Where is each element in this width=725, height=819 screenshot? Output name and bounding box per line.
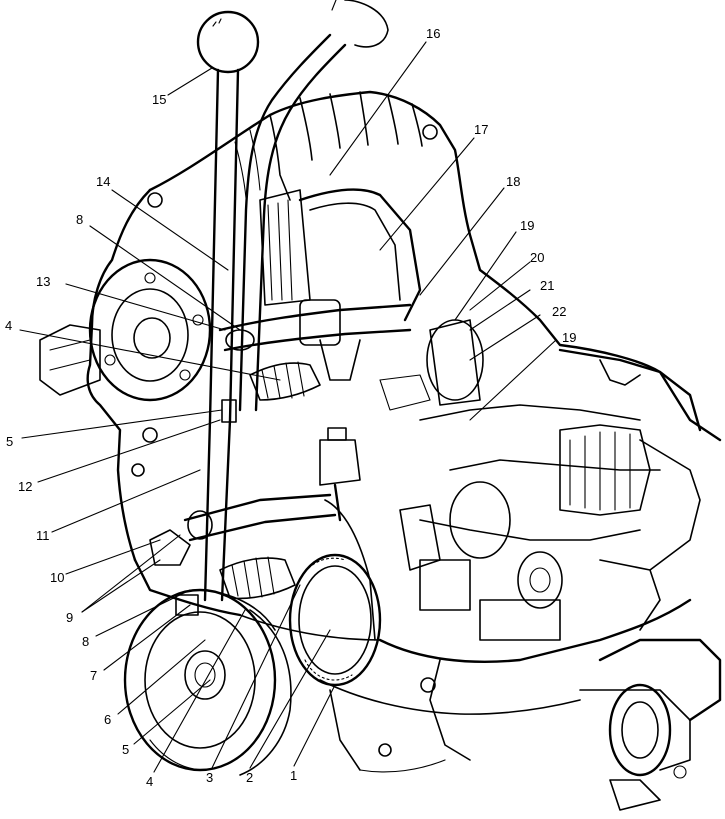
shift-rod-assembly [149,188,422,641]
callout-4-upper: 4 [5,318,12,333]
callout-13: 13 [36,274,50,289]
upper-flange [39,258,212,402]
output-shaft [579,638,722,811]
gear-lever [196,0,389,602]
callout-18: 18 [506,174,520,189]
callout-2: 2 [246,770,253,785]
leader-lines [19,41,557,773]
ring-gear [288,553,382,687]
callout-16: 16 [426,26,440,41]
callout-7: 7 [90,668,97,683]
callout-17: 17 [474,122,488,137]
callout-14: 14 [96,174,110,189]
callout-19-lower: 19 [562,330,576,345]
lower-flange [123,588,292,776]
callout-4-lower: 4 [146,774,153,789]
callout-15: 15 [152,92,166,107]
callout-5-upper: 5 [6,434,13,449]
internal-gears [259,189,661,641]
callout-3: 3 [206,770,213,785]
bolts [131,124,438,757]
callout-labels: 15 16 17 14 18 8 19 20 13 21 22 4 19 5 1… [5,26,576,789]
callout-8-upper: 8 [76,212,83,227]
callout-6: 6 [104,712,111,727]
callout-1: 1 [290,768,297,783]
callout-22: 22 [552,304,566,319]
callout-21: 21 [540,278,554,293]
callout-11: 11 [36,528,50,543]
callout-19-upper: 19 [520,218,534,233]
transmission-housing [86,90,722,773]
callout-8-lower: 8 [82,634,89,649]
callout-20: 20 [530,250,544,265]
callout-5-lower: 5 [122,742,129,757]
callout-9: 9 [66,610,73,625]
callout-10: 10 [50,570,64,585]
callout-12: 12 [18,479,32,494]
